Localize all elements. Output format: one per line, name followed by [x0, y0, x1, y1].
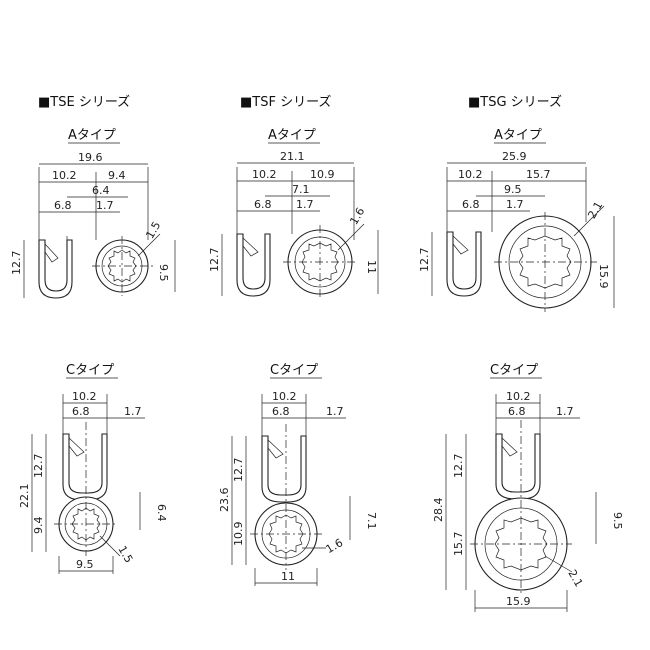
dim-tse-a-mid: 6.4: [92, 184, 110, 197]
dim-tsf-c-tube-w: 11: [281, 570, 295, 583]
dim-tse-c-tube-h: 9.4: [32, 517, 45, 535]
dim-tsf-c-inner: 7.1: [365, 512, 378, 530]
dim-tsf-c-lip: 6.8: [272, 405, 290, 418]
dim-tsf-a-diag: 1.6: [347, 205, 367, 227]
dim-tse-a-overall: 19.6: [78, 151, 103, 164]
dim-tsf-c-diag: 1.6: [324, 536, 346, 556]
tse-a-type-label: Aタイプ: [68, 128, 116, 143]
tsf-c-type: Cタイプ 10.2 6.8 1.7 23.6 12.7 10.9 7.1 1.6…: [218, 363, 378, 586]
dim-tsg-a-left: 10.2: [458, 168, 483, 181]
dim-tsf-c-tube-h: 10.9: [232, 522, 245, 547]
dim-tsg-a-mid: 9.5: [504, 183, 522, 196]
dim-tse-a-diag: 1.5: [143, 219, 163, 241]
dim-tsg-a-tube: 15.9: [597, 264, 610, 289]
dim-tsg-a-thick: 1.7: [506, 198, 524, 211]
dim-tsg-c-thick: 1.7: [556, 405, 574, 418]
tsg-a-type-label: Aタイプ: [494, 128, 542, 143]
dim-tsf-a-left: 10.2: [252, 168, 277, 181]
dim-tsf-c-width: 10.2: [272, 390, 297, 403]
dim-tsg-a-overall: 25.9: [502, 150, 527, 163]
dim-tsf-a-height: 12.7: [208, 248, 221, 273]
tsf-a-type: Aタイプ 21.1 10.2 10.9 7.1 6.8 1.7 1.6 12.7…: [208, 128, 379, 300]
dim-tsg-c-lip: 6.8: [508, 405, 526, 418]
dim-tsg-a-right: 15.7: [526, 168, 551, 181]
series-title-tsf: ■TSF シリーズ: [240, 94, 331, 110]
dim-tsf-c-thick: 1.7: [326, 405, 344, 418]
tse-a-type: Aタイプ 19.6 10.2 9.4 6.4 6.8 1.7 1.5 12.7 …: [10, 128, 176, 299]
dim-tsf-a-lip: 6.8: [254, 198, 272, 211]
dim-tsg-a-lip: 6.8: [462, 198, 480, 211]
dim-tsg-c-width: 10.2: [506, 390, 531, 403]
tse-c-type: Cタイプ 10.2 6.8 1.7 22.1 12.7 9.4 6.4 1.5 …: [18, 363, 168, 574]
dim-tsg-c-inner: 9.5: [611, 512, 624, 530]
series-title-tse: ■TSE シリーズ: [38, 94, 130, 110]
dim-tsf-a-mid: 7.1: [292, 183, 310, 196]
tsf-a-type-label: Aタイプ: [268, 128, 316, 143]
dim-tse-a-tube: 9.5: [157, 264, 170, 282]
dim-tse-c-inner: 6.4: [155, 504, 168, 522]
dim-tse-c-width: 10.2: [72, 390, 97, 403]
dim-tsg-c-diag: 2.1: [565, 568, 585, 590]
dim-tse-c-tube-w: 9.5: [76, 558, 94, 571]
dim-tse-c-channel: 12.7: [32, 454, 45, 479]
dim-tse-c-diag: 1.5: [115, 544, 135, 566]
dim-tsf-a-tube: 11: [365, 260, 378, 274]
tsg-a-type: Aタイプ 25.9 10.2 15.7 9.5 6.8 1.7 2.1 12.7…: [418, 128, 615, 312]
dim-tse-a-right: 9.4: [108, 169, 126, 182]
dim-tsg-c-channel: 12.7: [452, 454, 465, 479]
dim-tsf-c-total: 23.6: [218, 488, 231, 513]
series-title-tsg: ■TSG シリーズ: [468, 94, 562, 110]
tse-c-type-label: Cタイプ: [66, 363, 114, 378]
dim-tse-c-thick: 1.7: [124, 405, 142, 418]
tsf-c-type-label: Cタイプ: [270, 363, 318, 378]
dim-tse-a-thick: 1.7: [96, 199, 114, 212]
dim-tse-a-height: 12.7: [10, 251, 23, 276]
dim-tsf-a-thick: 1.7: [296, 198, 314, 211]
dim-tse-a-left: 10.2: [52, 169, 77, 182]
dim-tsg-c-tube-w: 15.9: [506, 595, 531, 608]
dim-tsf-c-channel: 12.7: [232, 458, 245, 483]
dim-tsg-c-total: 28.4: [432, 498, 445, 523]
dim-tsg-c-tube-h: 15.7: [452, 532, 465, 557]
tsg-c-type-label: Cタイプ: [490, 363, 538, 378]
dim-tsf-a-overall: 21.1: [280, 150, 305, 163]
dim-tsg-a-diag: 2.1: [585, 199, 605, 221]
dim-tse-c-total: 22.1: [18, 484, 31, 509]
dim-tsg-a-height: 12.7: [418, 248, 431, 273]
dim-tsf-a-right: 10.9: [310, 168, 335, 181]
tsg-c-type: Cタイプ 10.2 6.8 1.7 28.4 12.7 15.7 9.5 2.1…: [432, 363, 624, 612]
dim-tse-c-lip: 6.8: [72, 405, 90, 418]
dim-tse-a-lip: 6.8: [54, 199, 72, 212]
